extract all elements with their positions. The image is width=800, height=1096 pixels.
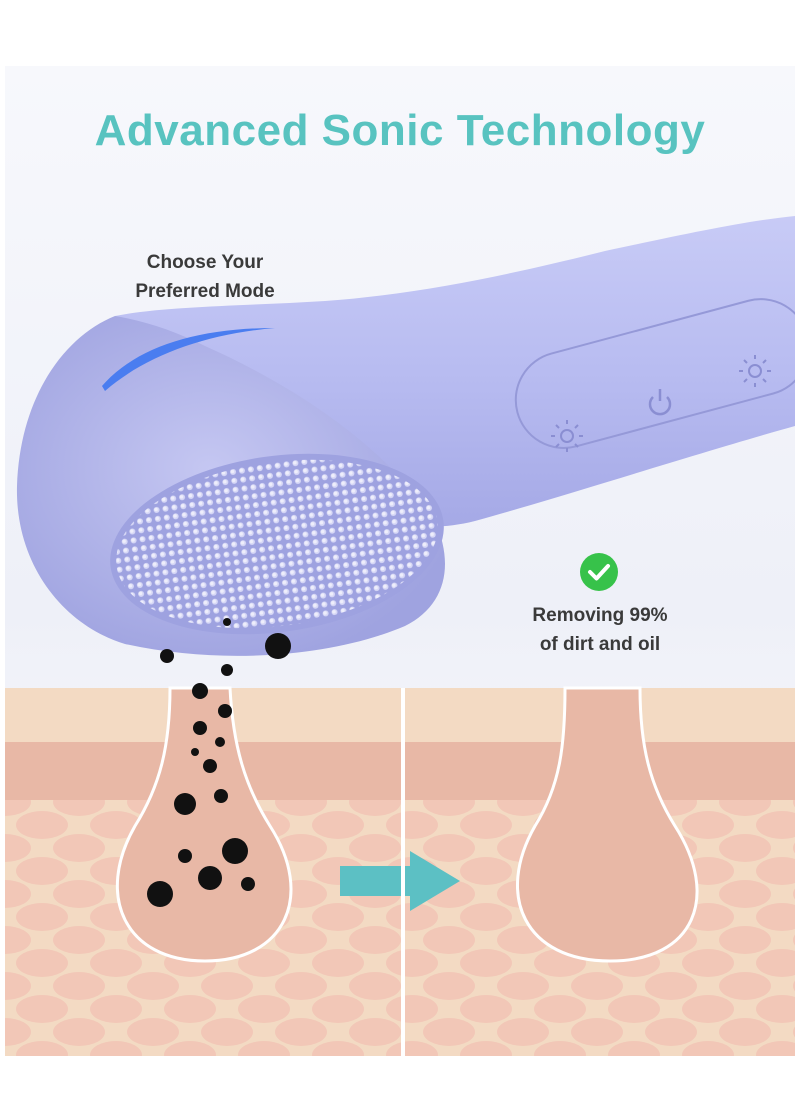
silicone-bristles bbox=[116, 459, 438, 629]
dirt-particles bbox=[160, 618, 291, 676]
check-icon bbox=[580, 553, 618, 591]
indicator-light bbox=[102, 328, 275, 391]
arrow-right-icon bbox=[340, 851, 460, 911]
before-after-divider bbox=[401, 688, 405, 1056]
cleansing-brush-illustration bbox=[5, 216, 795, 1056]
product-panel: Advanced Sonic Technology Choose Your Pr… bbox=[5, 66, 795, 1056]
control-panel bbox=[514, 298, 795, 449]
pore-dirt bbox=[147, 683, 255, 907]
clean-pore bbox=[516, 686, 699, 963]
result-callout: Removing 99% of dirt and oil bbox=[510, 601, 690, 659]
page-title: Advanced Sonic Technology bbox=[94, 106, 706, 155]
sun-icon bbox=[739, 355, 771, 387]
mode-callout: Choose Your Preferred Mode bbox=[125, 248, 285, 306]
mode-callout-line2: Preferred Mode bbox=[135, 281, 275, 302]
mode-callout-line1: Choose Your bbox=[146, 252, 264, 273]
sun-icon bbox=[551, 420, 583, 452]
skin-cross-section bbox=[5, 683, 795, 1056]
power-icon[interactable] bbox=[648, 389, 672, 416]
result-callout-line2: of dirt and oil bbox=[539, 634, 661, 655]
result-callout-line1: Removing 99% bbox=[532, 605, 668, 626]
